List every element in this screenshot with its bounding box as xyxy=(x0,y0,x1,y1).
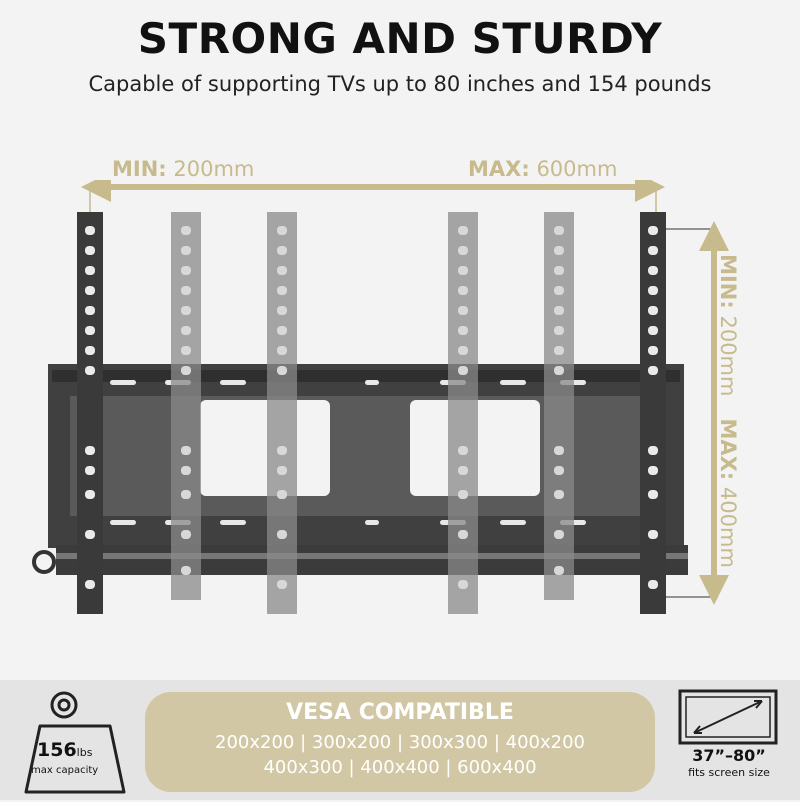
tv-mount-illustration xyxy=(32,180,729,614)
horizontal-dimension-arrow xyxy=(81,180,665,215)
weight-caption: max capacity xyxy=(31,765,99,776)
ghost-bracket-holes xyxy=(181,226,564,589)
vesa-sizes-line-1: 200x200 | 300x200 | 300x300 | 400x200 xyxy=(215,732,585,753)
vertical-dimension: MIN: 200mmMAX: 400mm xyxy=(683,234,773,589)
weight-icon xyxy=(24,691,126,794)
outer-bracket-holes xyxy=(85,226,658,589)
page-subtitle: Capable of supporting TVs up to 80 inche… xyxy=(88,72,712,96)
vertical-dimension-label: MIN: 200mmMAX: 400mm xyxy=(716,254,740,568)
horizontal-min-label: MIN: 200mm xyxy=(112,157,255,181)
weight-value: 156lbs xyxy=(37,739,93,761)
horizontal-max-label: MAX: 600mm xyxy=(468,157,618,181)
page-title: STRONG AND STURDY xyxy=(137,14,663,63)
vesa-title: VESA COMPATIBLE xyxy=(286,700,514,725)
outer-brackets xyxy=(77,212,666,614)
weight-badge: 156lbs max capacity xyxy=(22,688,132,798)
screen-size-icon xyxy=(678,689,778,745)
vesa-sizes-line-2: 400x300 | 400x400 | 600x400 xyxy=(263,757,537,778)
screen-size-range: 37”–80” xyxy=(692,746,766,765)
vertical-dimension-arrow xyxy=(660,221,729,605)
screen-size-badge: 37”–80” fits screen size xyxy=(670,688,788,800)
vesa-compatibility-box: VESA COMPATIBLE 200x200 | 300x200 | 300x… xyxy=(145,692,655,792)
ghost-brackets xyxy=(171,212,574,614)
screen-size-caption: fits screen size xyxy=(688,766,770,779)
wall-plate xyxy=(32,364,688,575)
